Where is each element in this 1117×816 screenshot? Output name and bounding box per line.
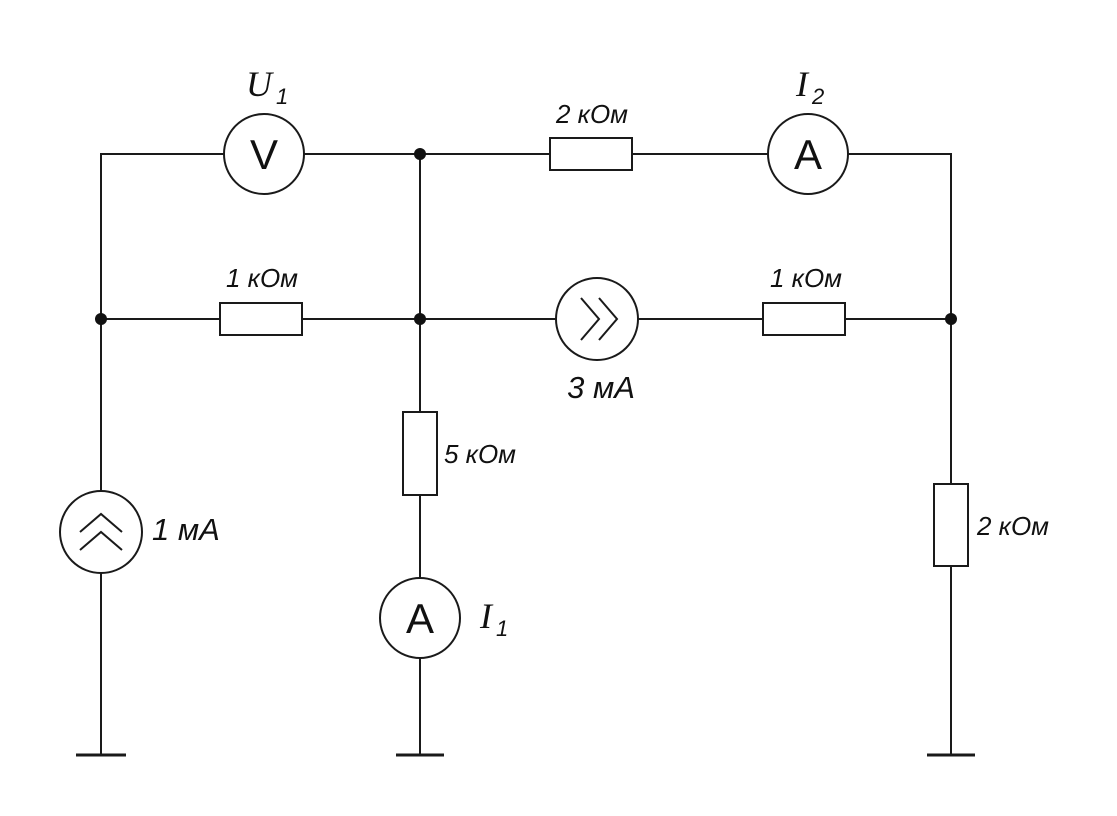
double-chevron-up-icon-2 xyxy=(79,530,123,551)
ammeter-i2: A I 2 xyxy=(767,64,849,195)
resistor-center-body xyxy=(402,411,438,496)
resistor-center-vertical: 5 кОм xyxy=(402,411,516,496)
ammeter-i1: A I 1 xyxy=(379,577,508,659)
resistor-mid-right: 1 кОм xyxy=(762,263,846,336)
junction-top-center xyxy=(414,148,426,160)
voltmeter-u1: V U 1 xyxy=(223,64,305,195)
ammeter-top-symbol: A xyxy=(794,131,822,178)
current-source-mid-circle xyxy=(555,277,639,361)
junction-mid-center xyxy=(414,313,426,325)
wires xyxy=(100,153,952,756)
voltmeter-symbol: V xyxy=(250,131,278,178)
resistor-mid-left-label: 1 кОм xyxy=(226,263,298,293)
double-chevron-up-icon xyxy=(79,512,123,533)
ammeter-top-label: I 2 xyxy=(795,64,824,109)
resistor-top-body xyxy=(549,137,633,171)
resistor-right-vertical: 2 кОм xyxy=(933,483,1049,567)
resistor-center-label: 5 кОм xyxy=(444,439,516,469)
ammeter-center-circle xyxy=(379,577,461,659)
resistor-top-label: 2 кОм xyxy=(555,99,628,129)
ammeter-center-label: I 1 xyxy=(479,596,508,641)
resistor-mid-left: 1 кОм xyxy=(219,263,303,336)
resistor-right-label: 2 кОм xyxy=(976,511,1049,541)
resistor-mid-right-body xyxy=(762,302,846,336)
voltmeter-circle xyxy=(223,113,305,195)
double-chevron-right-icon-2 xyxy=(598,297,619,341)
resistor-right-body xyxy=(933,483,969,567)
ammeter-top-circle xyxy=(767,113,849,195)
current-source-1ma: 1 мА xyxy=(59,490,220,574)
current-source-left-label: 1 мА xyxy=(152,512,220,547)
double-chevron-right-icon xyxy=(580,297,601,341)
resistor-mid-left-body xyxy=(219,302,303,336)
junctions xyxy=(95,148,957,325)
current-source-3ma: 3 мА xyxy=(555,277,639,405)
junction-mid-left xyxy=(95,313,107,325)
junction-mid-right xyxy=(945,313,957,325)
voltmeter-label: U 1 xyxy=(246,64,288,109)
current-source-mid-label: 3 мА xyxy=(567,370,635,405)
resistor-mid-right-label: 1 кОм xyxy=(770,263,842,293)
ammeter-center-symbol: A xyxy=(406,595,434,642)
resistor-top: 2 кОм xyxy=(549,99,633,171)
